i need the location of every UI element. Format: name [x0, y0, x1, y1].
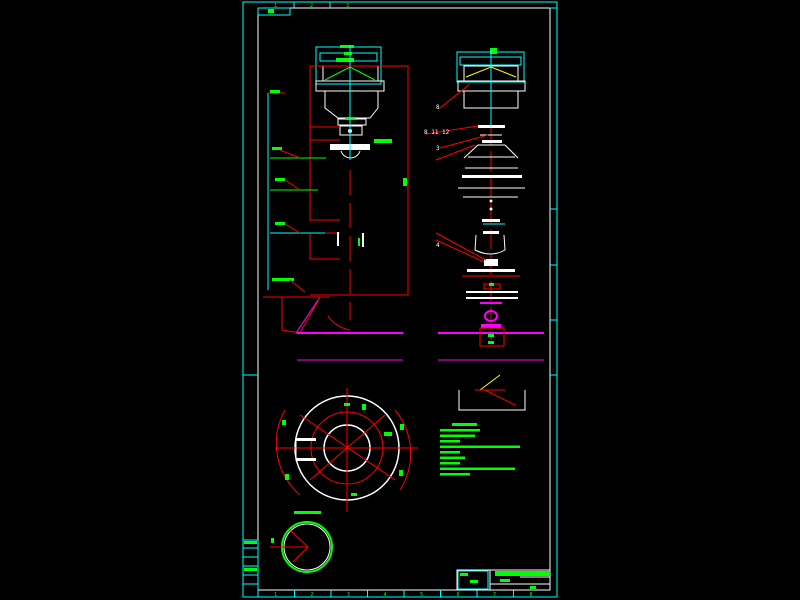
note-line — [440, 445, 520, 448]
zone-number: 7 — [493, 592, 496, 598]
outer-frame — [242, 1, 558, 598]
zone-number: 5 — [420, 592, 423, 598]
note-line — [440, 462, 460, 465]
zone-number: 4 — [384, 592, 387, 598]
weld-detail — [458, 374, 526, 411]
zone-numbers-bottom: 1 2 3 4 5 6 7 8 — [274, 590, 533, 598]
note-line — [440, 467, 515, 470]
notes-heading — [452, 423, 477, 426]
part-label-c: 3 — [436, 145, 440, 152]
right-zone-ticks — [550, 208, 557, 376]
note-line — [440, 434, 475, 437]
part-label-b: 8 11 12 — [424, 129, 450, 136]
zone-number: 8 — [530, 592, 533, 598]
note-line — [440, 456, 465, 459]
zone-number: 6 — [457, 592, 460, 598]
exploded-view: 8 8 11 12 3 4 — [424, 48, 544, 361]
zone-number: 3 — [346, 3, 349, 9]
zone-numbers-top: 1 2 3 — [274, 2, 349, 9]
zone-number: 2 — [310, 3, 313, 9]
part-label-d: 4 — [436, 242, 440, 249]
zone-number: 3 — [347, 592, 350, 598]
plan-view — [275, 388, 418, 514]
zone-number: 2 — [311, 592, 314, 598]
front-view — [263, 45, 409, 361]
zone-number: 1 — [274, 3, 277, 9]
title-block — [456, 569, 551, 591]
section-circle — [270, 521, 333, 573]
zone-number: 1 — [274, 592, 277, 598]
drawing-number-box — [257, 7, 291, 16]
technical-notes — [440, 423, 520, 476]
note-line — [440, 473, 470, 476]
revision-table — [242, 539, 259, 598]
part-label-a: 8 — [436, 104, 440, 111]
note-line — [440, 429, 480, 432]
note-line — [440, 451, 460, 454]
note-line — [440, 440, 460, 443]
drawing-number-text — [268, 9, 274, 13]
